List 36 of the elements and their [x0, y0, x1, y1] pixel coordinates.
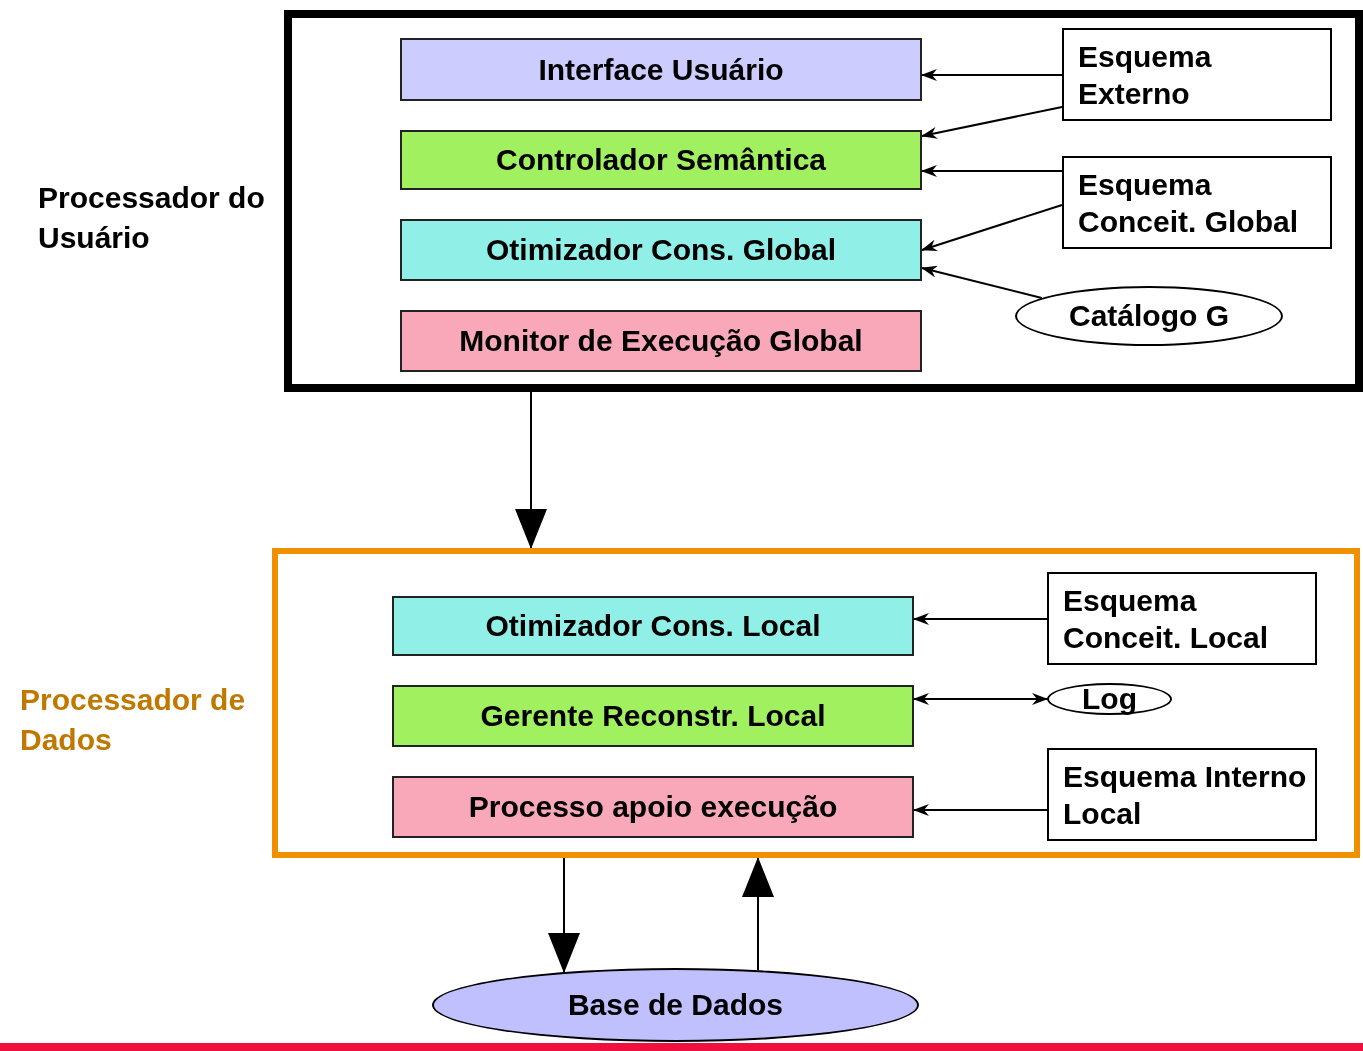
box-label: Interface Usuário	[538, 52, 784, 87]
process-box	[400, 310, 922, 372]
process-box	[400, 219, 922, 281]
box-label: Catálogo G	[1069, 299, 1229, 333]
arrow	[921, 204, 1063, 252]
box-label: Esquema Conceit. Global	[1078, 166, 1300, 240]
box-label: Esquema Conceit. Local	[1063, 582, 1270, 656]
arrow	[921, 265, 1043, 299]
arrow	[921, 165, 1063, 177]
process-box	[392, 685, 914, 747]
process-box	[400, 38, 922, 101]
box-label: Esquema Interno Local	[1063, 758, 1308, 832]
schema-box	[1062, 28, 1332, 121]
process-box	[392, 776, 914, 838]
box-label: Monitor de Execução Global	[459, 324, 863, 358]
arrow	[913, 613, 1048, 625]
arrow	[921, 69, 1063, 81]
box-label: Gerente Reconstr. Local	[480, 699, 826, 733]
arrow	[921, 106, 1063, 139]
group-heading: Processador do Usuário	[38, 180, 266, 256]
schema-box	[1047, 748, 1317, 841]
box-label: Log	[1082, 682, 1137, 716]
arrow	[515, 391, 547, 549]
process-box	[392, 596, 914, 656]
box-label: Otimizador Cons. Local	[485, 609, 821, 643]
box-label: Esquema Externo	[1078, 38, 1213, 112]
schema-box	[1047, 572, 1317, 665]
box-label: Base de Dados	[567, 988, 784, 1022]
arrow	[913, 693, 1048, 705]
box-label: Processo apoio execução	[468, 790, 838, 824]
process-box	[400, 130, 922, 190]
group-heading: Processador de Dados	[20, 682, 247, 758]
box-label: Otimizador Cons. Global	[486, 233, 836, 267]
arrow	[913, 804, 1048, 816]
schema-box	[1062, 156, 1332, 249]
box-label: Controlador Semântica	[495, 143, 827, 177]
